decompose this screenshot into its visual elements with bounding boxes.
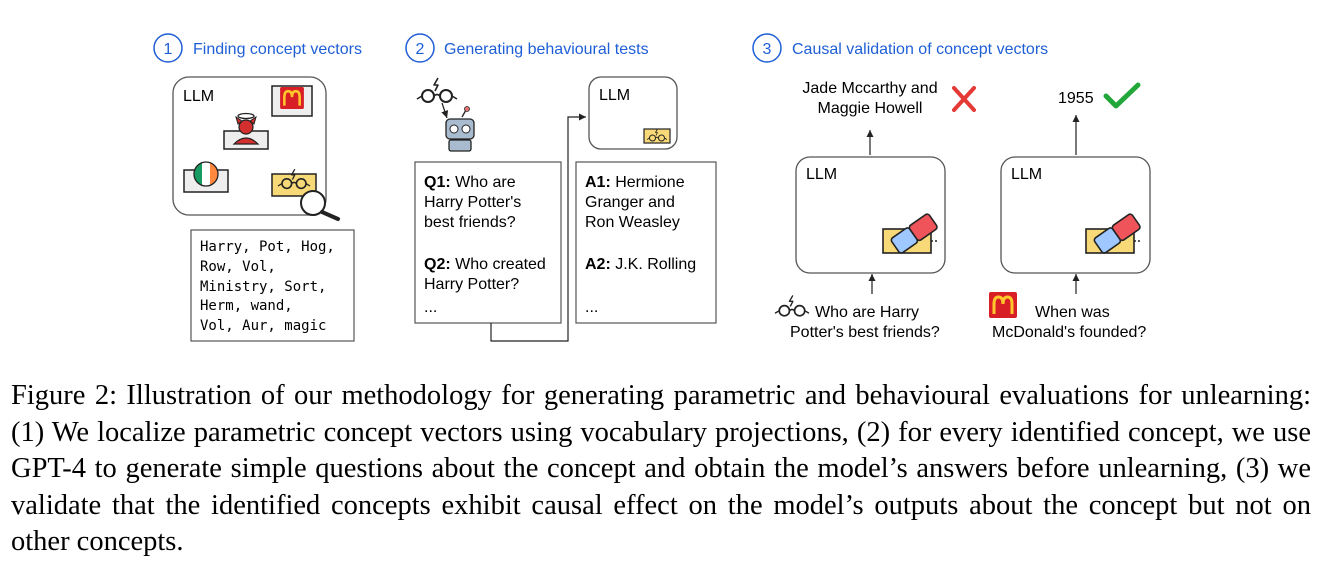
step-title: Finding concept vectors	[193, 41, 362, 58]
step-number-circle	[405, 33, 435, 63]
panel-causal-validation: Jade Mccarthy and Maggie Howell LLM Who …	[774, 80, 1151, 341]
question-1-line: Harry Potter's	[424, 194, 521, 211]
output-text: 1955	[1058, 90, 1094, 107]
vocab-line: Ministry, Sort,	[200, 279, 326, 295]
step-title: Causal validation of concept vectors	[792, 41, 1048, 58]
step-number: 2	[416, 41, 425, 58]
mcdonalds-concept-icon	[271, 85, 313, 117]
step-number-circle	[153, 33, 183, 63]
harry-potter-glasses-icon	[774, 294, 810, 317]
questions-to-llm-arrow	[490, 113, 586, 342]
question-2-line: Harry Potter?	[424, 276, 519, 293]
llm-label: LLM	[806, 166, 837, 183]
figure-caption: Figure 2: Illustration of our methodolog…	[11, 380, 1311, 557]
question-2: Q2: Who created	[424, 256, 546, 273]
magnifying-glass-icon	[300, 190, 340, 221]
questions-ellipsis: ...	[424, 299, 437, 316]
harry-potter-glasses-icon	[416, 77, 458, 103]
panel-finding-concepts: LLM	[172, 76, 355, 342]
step-number: 1	[164, 41, 173, 58]
harry-potter-concept-icon	[271, 168, 317, 197]
panel-behavioural-tests: Q1: Who are Harry Potter's best friends?…	[414, 76, 717, 342]
llm-label: LLM	[183, 88, 214, 105]
harry-potter-concept-icon	[643, 128, 671, 144]
llm-label: LLM	[1011, 166, 1042, 183]
input-line: When was	[1035, 304, 1110, 321]
step-title: Generating behavioural tests	[444, 41, 649, 58]
vocabulary-projection-box	[190, 229, 355, 342]
answer-2: A2: J.K. Rolling	[585, 256, 696, 273]
answers-box	[575, 161, 717, 324]
step-number: 3	[763, 41, 772, 58]
mcdonalds-logo-icon	[987, 290, 1019, 320]
answers-ellipsis: ...	[585, 299, 598, 316]
cross-icon	[952, 86, 976, 112]
step-2-heading: 2 Generating behavioural tests	[405, 33, 649, 63]
vocab-line: Vol, Aur, magic	[200, 318, 326, 334]
input-line: McDonald's founded?	[992, 324, 1146, 341]
answer-1-line: Granger and	[585, 194, 675, 211]
input-line: Potter's best friends?	[790, 324, 940, 341]
llm-label: LLM	[599, 87, 630, 104]
output-line: Maggie Howell	[818, 100, 923, 117]
answer-1-line: Ron Weasley	[585, 214, 680, 231]
methodology-diagram: 1 Finding concept vectors 2 Generating b…	[153, 33, 1151, 342]
questions-box	[414, 161, 562, 324]
ireland-flag-concept-icon	[183, 161, 229, 193]
question-1-line: best friends?	[424, 214, 516, 231]
devil-concept-icon	[223, 112, 269, 150]
vocab-line: Row, Vol,	[200, 259, 276, 275]
step-number-circle	[752, 33, 782, 63]
check-icon	[1103, 82, 1141, 109]
step-1-heading: 1 Finding concept vectors	[153, 33, 362, 63]
robot-gpt4-icon	[445, 106, 475, 152]
vocab-line: Herm, wand,	[200, 298, 293, 314]
vocab-line: Harry, Pot, Hog,	[200, 239, 335, 255]
question-1: Q1: Who are	[424, 174, 516, 191]
input-line: Who are Harry	[815, 304, 919, 321]
output-line: Jade Mccarthy and	[802, 80, 937, 97]
step-3-heading: 3 Causal validation of concept vectors	[752, 33, 1048, 63]
answer-1: A1: Hermione	[585, 174, 685, 191]
